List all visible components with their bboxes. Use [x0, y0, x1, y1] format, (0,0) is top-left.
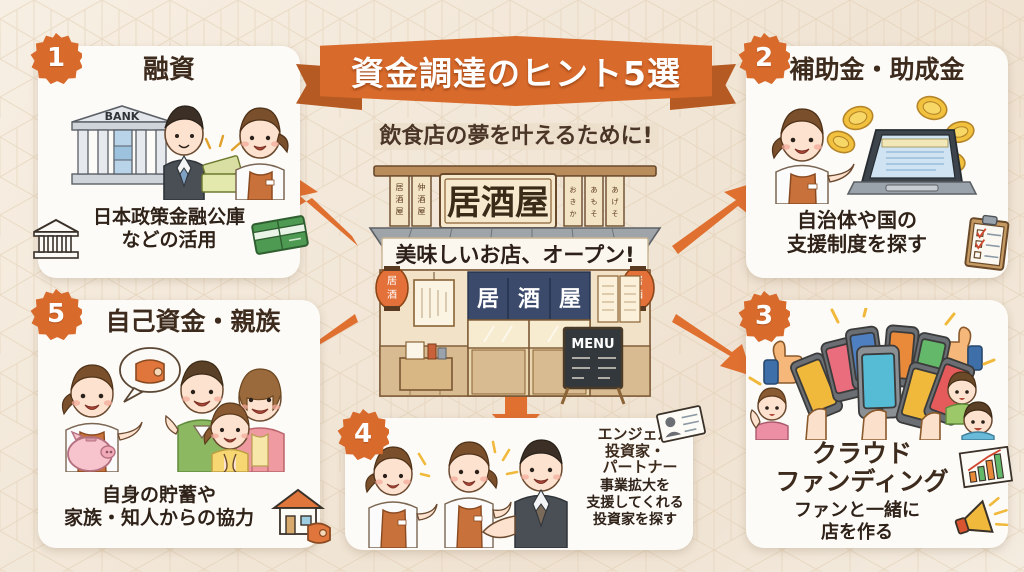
svg-text:き: き	[570, 198, 577, 206]
svg-text:BANK: BANK	[105, 110, 140, 123]
bank-building-icon	[33, 218, 79, 259]
card-5-caption: 自身の貯蓄や 家族・知人からの協力	[38, 484, 280, 530]
shop-owner-figure	[235, 107, 289, 200]
svg-text:か: か	[570, 210, 577, 218]
noren-curtain: 居 酒 屋	[467, 271, 591, 321]
badge-5: 5	[30, 288, 82, 340]
card-4-caption: 事業拡大を 支援してくれる 投資家を探す	[581, 478, 689, 529]
card-3-title-line2: ファンディング	[775, 466, 949, 496]
card-3-caption-line2: 店を作る	[821, 521, 893, 543]
svg-text:酒: 酒	[396, 195, 404, 204]
main-title: 資金調達のヒント5選	[351, 54, 681, 93]
svg-text:居: 居	[477, 287, 499, 312]
ribbon-banner: 資金調達のヒント5選	[320, 36, 712, 106]
card-angel-investor[interactable]: エンジェル 投資家・ パートナー 事業拡大を 支援してくれる 投資家を探す	[345, 405, 706, 550]
svg-text:酒: 酒	[418, 195, 426, 204]
card-1-illustration: BANK	[71, 105, 289, 200]
green-bankbook-icon	[251, 215, 309, 255]
svg-text:酒: 酒	[518, 287, 540, 312]
wall-framed-menu	[413, 272, 455, 327]
svg-text:居: 居	[387, 275, 397, 287]
card-4-caption-line3: 投資家を探す	[593, 511, 677, 528]
svg-text:酒: 酒	[387, 289, 397, 301]
svg-text:そ: そ	[591, 210, 598, 218]
card-5-caption-line2: 家族・知人からの協力	[63, 507, 254, 530]
svg-text:屋: 屋	[418, 207, 426, 216]
card-3-title: クラウド ファンディング	[746, 440, 978, 495]
title-ribbon: 資金調達のヒント5選	[296, 30, 736, 120]
badge-1-number: 1	[46, 43, 66, 73]
badge-1: 1	[30, 32, 82, 84]
growth-chart-icon	[958, 446, 1014, 489]
card-5-title: 自己資金・親族	[105, 307, 281, 336]
cheering-person-right-bottom	[961, 401, 995, 440]
svg-text:あ: あ	[612, 186, 619, 194]
card-4-title-line3: パートナー	[602, 458, 678, 476]
card-4-caption-line1: 事業拡大を	[600, 477, 670, 494]
svg-text:美味しいお店、オープン!: 美味しいお店、オープン!	[395, 243, 634, 267]
badge-3-number: 3	[754, 301, 774, 331]
clipboard-checklist-icon	[964, 214, 1010, 271]
badge-3: 3	[738, 290, 790, 342]
card-4-caption-line2: 支援してくれる	[586, 494, 684, 511]
megaphone-icon	[954, 496, 1009, 535]
subtitle: 飲食店の夢を叶えるために!	[296, 118, 736, 150]
card-2-caption: 自治体や国の 支援制度を探す	[732, 208, 982, 257]
wallet-icon	[307, 522, 331, 544]
wallet-speech-bubble	[119, 347, 181, 403]
card-2-caption-line2: 支援制度を探す	[787, 232, 927, 257]
badge-2-number: 2	[754, 43, 774, 73]
card-5-caption-line1: 自身の貯蓄や	[101, 484, 216, 506]
svg-text:屋: 屋	[559, 287, 581, 312]
svg-text:居: 居	[396, 183, 404, 192]
svg-text:お: お	[570, 186, 577, 194]
business-card-icon	[656, 405, 706, 443]
card-4-illustration	[365, 439, 568, 548]
svg-text:屋: 屋	[396, 207, 404, 216]
badge-4-number: 4	[353, 419, 373, 449]
badge-5-number: 5	[46, 299, 66, 329]
card-2-illustration	[771, 95, 978, 204]
svg-text:MENU: MENU	[571, 337, 614, 352]
badge-4: 4	[337, 408, 389, 460]
svg-text:も: も	[591, 198, 598, 206]
card-3-caption-line1: ファンと一緒に	[794, 500, 920, 521]
card-3-title-line1: クラウド	[811, 439, 912, 468]
staff-figure-1	[365, 446, 438, 548]
svg-text:居酒屋: 居酒屋	[447, 183, 549, 223]
svg-text:仲: 仲	[418, 182, 426, 192]
card-5-illustration	[61, 347, 285, 472]
card-2-caption-line1: 自治体や国の	[797, 208, 917, 232]
house-icon	[271, 488, 331, 544]
banker-figure	[163, 105, 205, 200]
lantern-left: 居 酒	[375, 266, 409, 311]
card-4-title-line2: 投資家・	[604, 441, 665, 460]
card-3-caption: ファンと一緒に 店を作る	[746, 500, 968, 544]
cheering-person-left	[750, 387, 789, 440]
subtitle-text: 飲食店の夢を叶えるために!	[373, 123, 659, 150]
svg-text:そ: そ	[612, 210, 619, 218]
izakaya-storefront-illustration: 居 酒 屋 仲 酒 屋 居酒屋 お き か あ も そ あ げ そ 美味しいお店…	[368, 165, 662, 405]
badge-2: 2	[738, 32, 790, 84]
svg-text:あ: あ	[591, 186, 598, 194]
businessman-figure	[481, 439, 568, 548]
bank-building-icon: BANK	[71, 105, 173, 185]
woman-figure	[771, 108, 855, 204]
svg-text:げ: げ	[612, 197, 619, 206]
